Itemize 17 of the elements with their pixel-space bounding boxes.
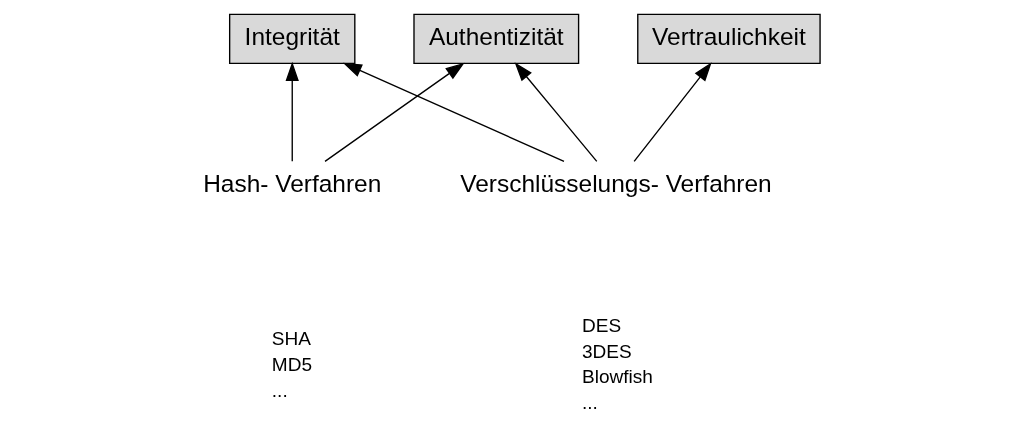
node-text: Hash- Verfahren — [203, 169, 382, 197]
node-box: Integrität — [229, 13, 356, 64]
node-label: SHA — [271, 327, 311, 349]
node-label: MD5 — [271, 353, 313, 375]
node-label: DES — [582, 314, 622, 336]
node-label: Blowfish — [582, 365, 653, 387]
node-label: 3DES — [582, 340, 632, 362]
node-box: Vertraulichkeit — [637, 13, 821, 64]
node-label: ... — [582, 391, 598, 413]
arrow — [324, 62, 465, 162]
node-text: Verschlüsselungs- Verfahren — [460, 169, 772, 197]
arrow — [285, 61, 299, 162]
arrow — [514, 61, 598, 162]
arrow — [633, 61, 712, 162]
node-box: Authentizität — [413, 13, 580, 64]
node-label: ... — [271, 379, 288, 401]
arrow — [342, 62, 565, 162]
